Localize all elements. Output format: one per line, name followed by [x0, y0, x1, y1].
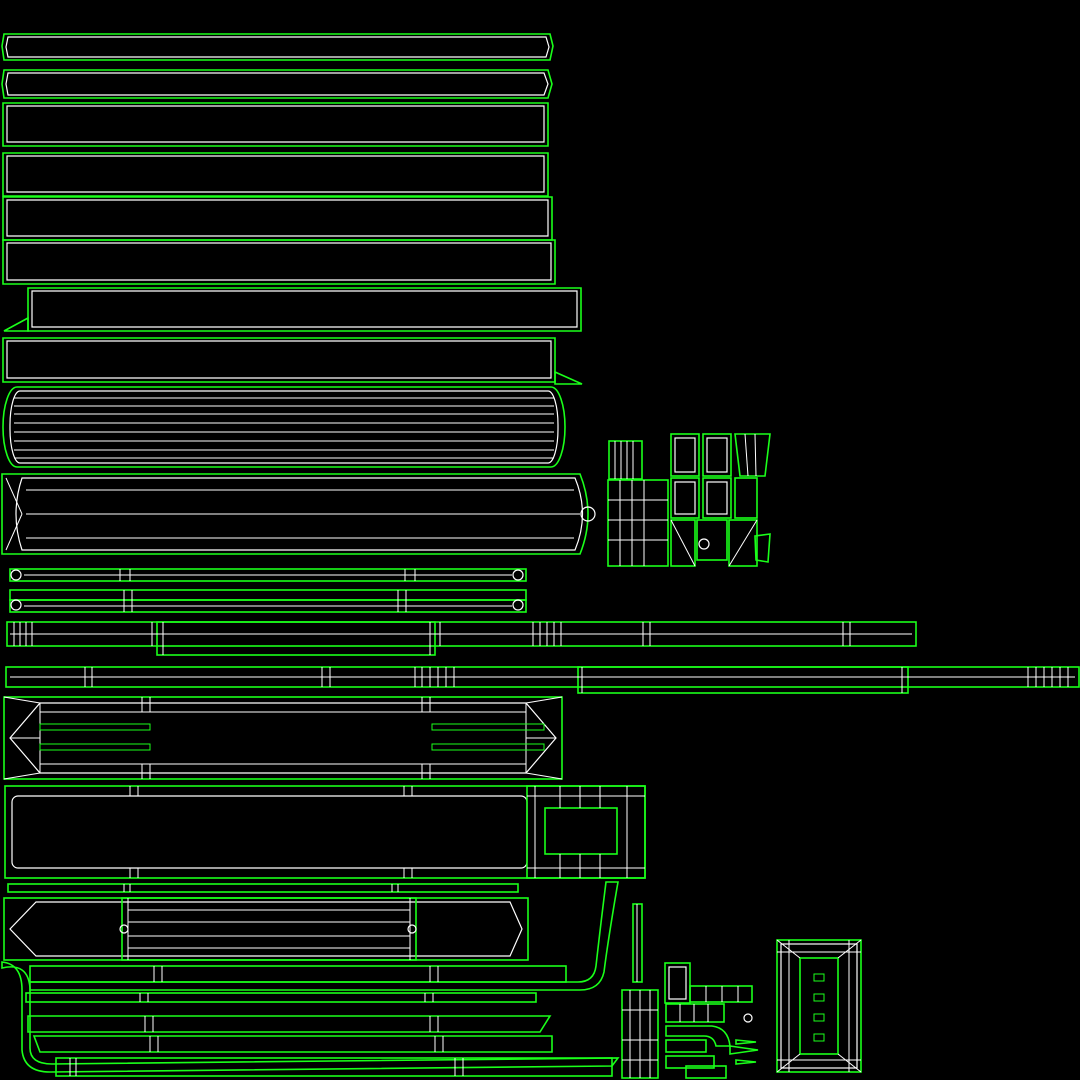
uv-island-tube-2: [1, 473, 596, 555]
uv-island-curved-handle: [1, 881, 620, 1073]
uv-island-strip-5: [2, 196, 553, 241]
uv-island-long-bar-2: [5, 666, 1080, 694]
uv-island-bottom-strip-3: [32, 1035, 553, 1053]
uv-island-thin-strip: [7, 883, 519, 893]
uv-island-panel-1: [3, 696, 563, 780]
uv-island-tube-1: [2, 386, 566, 468]
uv-island-strip-4: [2, 152, 549, 197]
uv-island-strip-6: [2, 239, 556, 285]
uv-island-rod-2: [9, 589, 527, 613]
uv-island-strip-2: [1, 69, 553, 99]
uv-island-block-cluster: [607, 433, 771, 567]
uv-island-strip-1: [1, 33, 554, 61]
uv-island-bottom-strip-1: [25, 992, 537, 1003]
uv-island-button-panel: [776, 939, 862, 1073]
uv-island-panel-2: [4, 785, 646, 879]
uv-island-panel-3: [3, 897, 529, 961]
uv-island-strip-7: [3, 287, 582, 332]
uv-island-strip-3: [2, 102, 549, 147]
uv-island-rod-1: [9, 568, 527, 582]
uv-island-vertical-sliver: [632, 903, 643, 983]
uv-island-small-parts-cluster: [621, 962, 759, 1079]
uv-island-bottom-strip-4: [55, 1057, 613, 1077]
uv-island-long-bar-1: [6, 621, 917, 656]
uv-island-strip-8: [2, 337, 583, 385]
uv-island-bottom-strip-2: [27, 1015, 552, 1033]
